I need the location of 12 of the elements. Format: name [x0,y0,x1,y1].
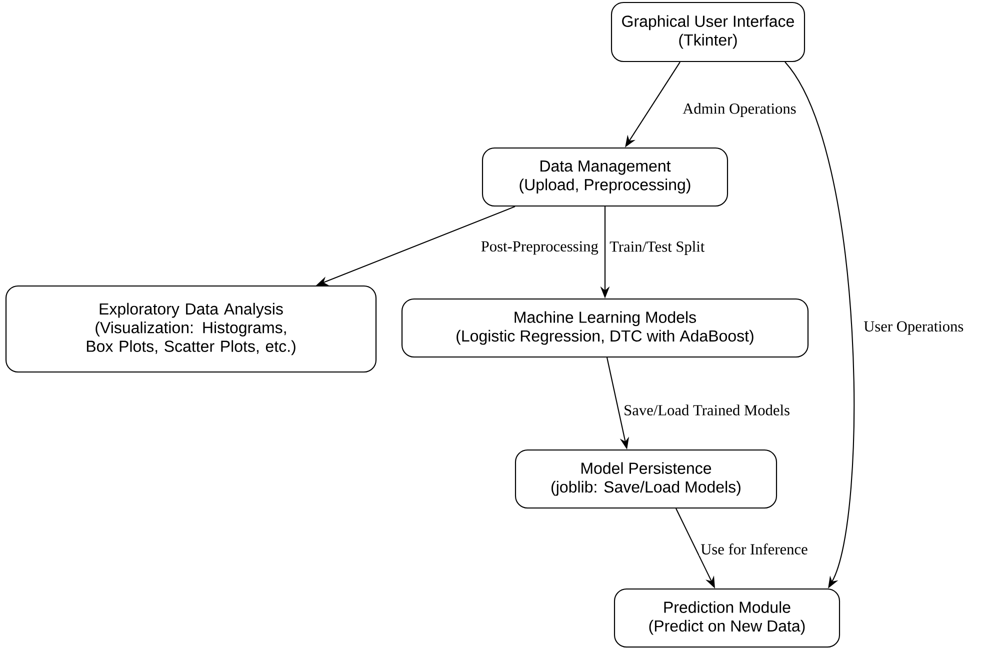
process-box: Prediction Module (Predict on New Data) [614,588,840,648]
edge-label: Admin Operations [681,102,798,118]
process-box: Data Management (Upload, Preprocessing) [482,147,728,207]
edge-label: Use for Inference [699,542,810,556]
process-box: Graphical User Interface (Tkinter) [610,2,806,62]
edge-label: Post-Preprocessing [480,240,600,256]
process-box: Model Persistence (joblib: Save/Load Models) [514,449,778,509]
edge-label: Save/Load Trained Models [622,403,792,417]
process-box: Machine Learning Models (Logistic Regression, DTC with AdaBoost) [401,298,809,358]
edge-label: Train/Test Split [608,240,706,256]
edge-label: User Operations [862,320,965,336]
process-box: Exploratory Data Analysis (Visualization: Histograms, Box Plots, Scatter Plots, etc.) [5,285,377,373]
